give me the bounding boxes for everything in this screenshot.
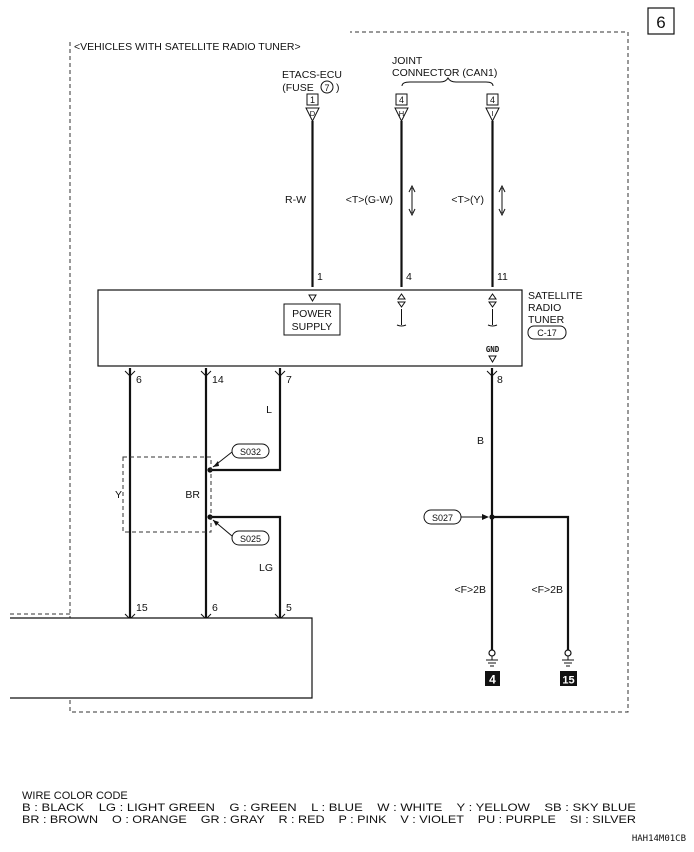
fuse-number: 7 (324, 83, 329, 93)
lower-pin-5: 5 (286, 602, 292, 614)
power-supply-label-1: POWER (292, 308, 332, 320)
tuner-connector-box (527, 325, 567, 340)
ground-number-4-box (485, 671, 500, 686)
lower-component-box (10, 617, 313, 699)
wire-label-f2b-a: <F>2B (454, 584, 486, 596)
tuner-pin-11: 11 (497, 271, 508, 283)
joint-pin-triangle-a (394, 107, 409, 123)
splice-s025-label: S025 (240, 534, 261, 544)
joint-pin-letter-a: H (399, 109, 404, 118)
wire-label-lg: LG (259, 562, 273, 574)
etacs-connector-number: 1 (310, 95, 315, 105)
wire-label-br: BR (185, 489, 200, 501)
joint-connector-box-a (395, 93, 408, 106)
page-number: 6 (656, 13, 665, 32)
tuner-pin-14: 14 (212, 374, 224, 386)
splice-s032-label: S032 (240, 447, 261, 457)
wire-lg (210, 515, 282, 618)
joint-connector-label-1: JOINT (392, 55, 423, 67)
group-frame (69, 31, 629, 713)
joint-connector-number-b: 4 (490, 95, 495, 105)
splice-s032-badge (231, 443, 270, 459)
splice-s027-dot (489, 514, 495, 520)
power-supply-label-2: SUPPLY (292, 321, 333, 333)
wire-label-b: B (477, 435, 484, 447)
tuner-pin-1: 1 (317, 271, 323, 283)
ground-number-4: 4 (489, 673, 496, 687)
wire-label-r-w: R-W (285, 194, 306, 206)
etacs-ecu-label: ETACS-ECU (282, 69, 342, 81)
etacs-fuse-close: ) (336, 82, 340, 94)
legend-row-1: B : BLACK LG : LIGHT GREEN G : GREEN L :… (22, 802, 636, 814)
wire-label-l: L (266, 404, 272, 416)
power-supply-box (283, 303, 341, 336)
can-arrow-a (408, 184, 416, 217)
ground-number-15-box (560, 671, 577, 686)
group-label: <VEHICLES WITH SATELLITE RADIO TUNER> (74, 41, 301, 53)
tuner-name-1: SATELLITE (528, 290, 583, 302)
etacs-pin-letter: D (310, 109, 316, 118)
tuner-pin-8: 8 (497, 374, 503, 386)
gnd-marker (488, 355, 497, 363)
wire-b-branch (492, 515, 570, 650)
joint-connector-number-a: 4 (399, 95, 404, 105)
etacs-fuse-label: (FUSE (282, 82, 314, 94)
lower-pin-6: 6 (212, 602, 218, 614)
can-arrow-b (498, 184, 506, 217)
ground-symbol-15 (562, 649, 574, 667)
joint-connector-box-b (486, 93, 499, 106)
wire-l (210, 368, 282, 472)
tuner-pin-4: 4 (406, 271, 412, 283)
splice-region (122, 456, 212, 533)
legend-title: WIRE COLOR CODE (22, 790, 128, 802)
wire-label-y-left: Y (115, 489, 122, 501)
legend-row-2: BR : BROWN O : ORANGE GR : GRAY R : RED … (22, 814, 636, 826)
fuse-number-circle (320, 80, 334, 94)
ground-symbol-4 (486, 649, 498, 667)
page-number-box (647, 7, 675, 35)
pin-1-marker (308, 294, 317, 302)
can-interface-a (396, 293, 407, 327)
can-interface-b (487, 293, 498, 327)
wire-label-y: <T>(Y) (451, 194, 484, 206)
document-code: HAH14M01CB (632, 834, 686, 844)
tuner-name-3: TUNER (528, 314, 565, 326)
wire-label-g-w: <T>(G-W) (346, 194, 393, 206)
splice-s025-badge (231, 530, 270, 546)
tuner-pin-6: 6 (136, 374, 142, 386)
tuner-name-2: RADIO (528, 302, 561, 314)
splice-s025-arrowhead (213, 520, 219, 526)
joint-connector-label-2: CONNECTOR (CAN1) (392, 67, 497, 79)
wire-label-f2b-b: <F>2B (531, 584, 563, 596)
joint-pin-letter-b: I (491, 109, 493, 118)
splice-s032-dot (207, 467, 213, 473)
lower-pin-15: 15 (136, 602, 148, 614)
joint-pin-triangle-b (485, 107, 500, 123)
ground-number-15: 15 (562, 675, 574, 687)
joint-bracket (401, 76, 494, 87)
tuner-pin-7: 7 (286, 374, 292, 386)
splice-s027-label: S027 (432, 513, 453, 523)
splice-s032-arrowhead (213, 461, 219, 467)
etacs-connector-box (306, 93, 319, 106)
splice-s027-arrowhead (482, 514, 489, 520)
splice-s025-dot (207, 514, 213, 520)
tuner-connector-code: C-17 (537, 328, 557, 338)
gnd-label: GND (486, 345, 500, 354)
etacs-pin-triangle (305, 107, 320, 123)
satellite-radio-tuner-box (97, 289, 523, 367)
